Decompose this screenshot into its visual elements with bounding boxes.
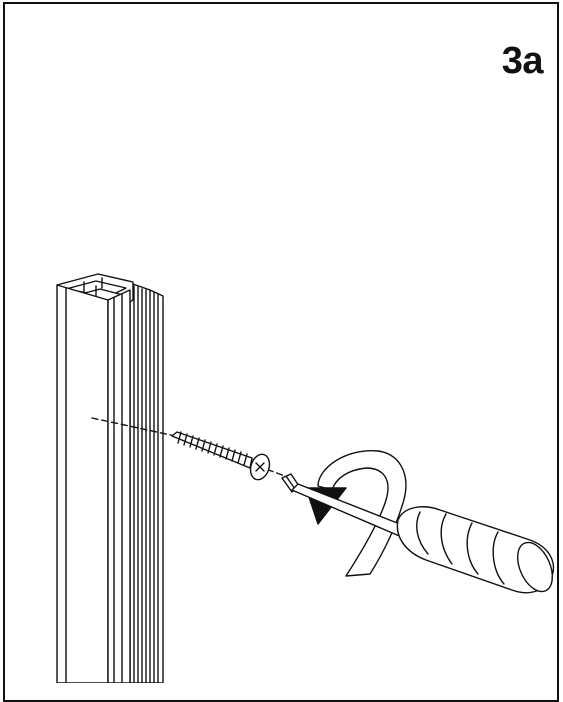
phillips-screwdriver-icon xyxy=(281,473,555,594)
step-number: 3a xyxy=(501,40,544,82)
assembly-illustration xyxy=(56,273,555,683)
screw-icon xyxy=(171,431,271,481)
aluminium-wall-profile-icon xyxy=(56,273,164,683)
